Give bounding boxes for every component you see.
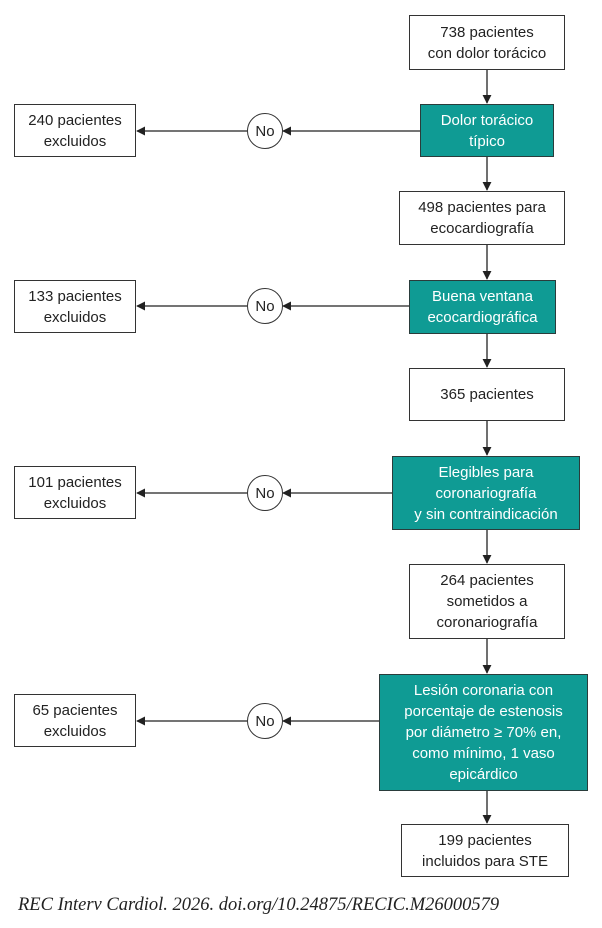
no-branch-label: No [247,475,283,511]
excluded-box: 65 pacientes excluidos [14,694,136,747]
decision-coronary-lesion: Lesión coronaria con porcentaje de esten… [379,674,588,791]
remaining-box: 264 pacientes sometidos a coronariografí… [409,564,565,639]
no-branch-label: No [247,288,283,324]
no-branch-label: No [247,113,283,149]
decision-good-echo-window: Buena ventana ecocardiográfica [409,280,556,334]
excluded-box: 240 pacientes excluidos [14,104,136,157]
excluded-box: 133 pacientes excluidos [14,280,136,333]
excluded-box: 101 pacientes excluidos [14,466,136,519]
remaining-box: 365 pacientes [409,368,565,421]
no-branch-label: No [247,703,283,739]
remaining-box: 498 pacientes para ecocardiografía [399,191,565,245]
start-box: 738 pacientes con dolor torácico [409,15,565,70]
decision-eligible-angiography: Elegibles para coronariografía y sin con… [392,456,580,530]
final-included-box: 199 pacientes incluidos para STE [401,824,569,877]
decision-typical-chest-pain: Dolor torácico típico [420,104,554,157]
citation: REC Interv Cardiol. 2026. doi.org/10.248… [18,895,500,915]
